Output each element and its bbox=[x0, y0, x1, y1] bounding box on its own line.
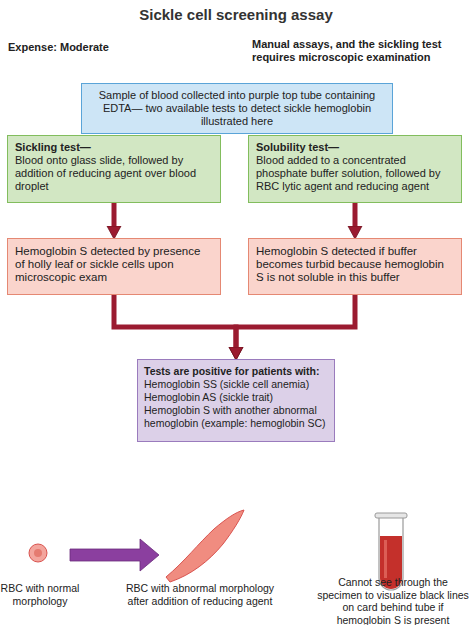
box-text: Hemoglobin S with another abnormal hemog… bbox=[144, 404, 328, 430]
annotation-label: RBC with normal morphology bbox=[0, 582, 80, 607]
flow-arrow bbox=[114, 295, 236, 347]
box-heading: Solubility test— bbox=[256, 141, 454, 154]
box-text: Hemoglobin SS (sickle cell anemia) bbox=[144, 378, 328, 391]
rbc-center bbox=[34, 549, 42, 557]
flow-arrow bbox=[353, 203, 358, 226]
sickle-cell bbox=[166, 510, 244, 582]
rbc-disc bbox=[29, 544, 47, 562]
process-box: Tests are positive for patients with:Hem… bbox=[137, 359, 335, 442]
box-heading: Tests are positive for patients with: bbox=[144, 365, 328, 378]
box-text: Blood onto glass slide, followed by addi… bbox=[15, 154, 213, 193]
flow-arrow bbox=[112, 203, 117, 226]
process-box: Hemoglobin S detected by presence of hol… bbox=[7, 238, 221, 295]
box-text: Hemoglobin S detected if buffer becomes … bbox=[256, 245, 454, 284]
process-box: Sample of blood collected into purple to… bbox=[81, 83, 393, 134]
box-text: Hemoglobin S detected by presence of hol… bbox=[15, 245, 213, 284]
box-text: Blood added to a concentrated phosphate … bbox=[256, 154, 454, 193]
annotation-label: Expense: Moderate bbox=[8, 41, 208, 54]
box-text: Hemoglobin AS (sickle trait) bbox=[144, 391, 328, 404]
annotation-label: Manual assays, and the sickling test req… bbox=[252, 38, 468, 63]
tube-highlight bbox=[384, 540, 387, 578]
process-arrow bbox=[70, 539, 159, 571]
tube-rim bbox=[375, 513, 407, 518]
normal-rbc bbox=[29, 544, 47, 562]
box-text: Sample of blood collected into purple to… bbox=[90, 89, 384, 128]
process-box: Sickling test—Blood onto glass slide, fo… bbox=[7, 135, 221, 203]
process-box: Solubility test—Blood added to a concent… bbox=[248, 135, 462, 203]
annotation-label: RBC with abnormal morphology after addit… bbox=[120, 582, 280, 607]
annotation-label: Cannot see through the specimen to visua… bbox=[316, 576, 470, 625]
flow-arrow bbox=[236, 295, 355, 347]
box-heading: Sickling test— bbox=[15, 141, 213, 154]
process-box: Hemoglobin S detected if buffer becomes … bbox=[248, 238, 462, 295]
diagram-title: Sickle cell screening assay bbox=[0, 6, 472, 23]
